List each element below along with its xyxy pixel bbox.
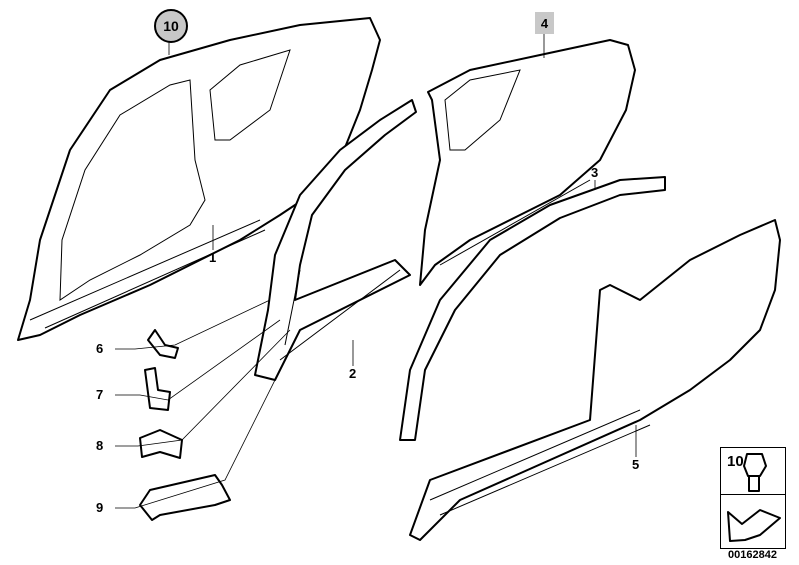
bolt-icon	[743, 453, 767, 492]
part-4-rear-quarter	[419, 39, 636, 286]
callout-10[interactable]: 10	[154, 9, 188, 43]
legend-divider	[721, 494, 785, 495]
leader-lines	[115, 34, 637, 509]
part-8-bracket	[139, 429, 183, 459]
legend-item-number: 10	[727, 453, 744, 470]
callout-4[interactable]: 4	[535, 12, 554, 34]
callout-6[interactable]: 6	[96, 341, 104, 356]
legend-box: 10	[720, 447, 786, 549]
callout-9[interactable]: 9	[96, 500, 104, 515]
callout-3[interactable]: 3	[591, 165, 599, 180]
part-7-bracket	[144, 367, 171, 411]
callout-5[interactable]: 5	[632, 457, 640, 472]
part-3-roof-rail	[399, 176, 666, 441]
part-1-side-frame	[17, 17, 381, 341]
callout-1[interactable]: 1	[209, 250, 217, 265]
callout-7[interactable]: 7	[96, 387, 104, 402]
arrow-icon	[727, 509, 781, 542]
part-5-side-panel	[409, 219, 781, 541]
callout-2[interactable]: 2	[349, 366, 357, 381]
part-6-bracket	[147, 329, 179, 359]
part-9-bracket	[139, 474, 231, 521]
diagram-code: 00162842	[728, 549, 777, 561]
callout-8[interactable]: 8	[96, 438, 104, 453]
